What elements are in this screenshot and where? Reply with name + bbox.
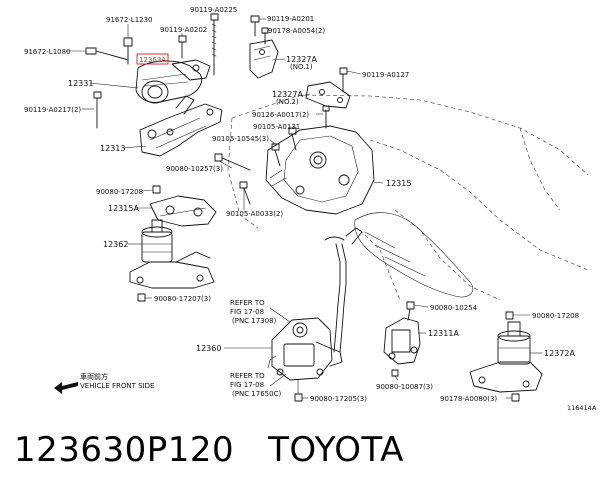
bolt-90119-a0201 bbox=[250, 15, 260, 37]
label-90105-a0033: 90105-A0033(2) bbox=[226, 210, 283, 218]
refer2-line-a: REFER TO bbox=[230, 372, 265, 380]
refer1-line-a: REFER TO bbox=[230, 299, 265, 307]
label-12331: 12331 bbox=[68, 79, 93, 88]
leader-lines bbox=[66, 13, 542, 399]
label-90080-10254: 90080-10254 bbox=[430, 304, 478, 312]
label-12313: 12313 bbox=[100, 144, 125, 153]
label-12327a-no1-sub: (NO.1) bbox=[290, 63, 313, 71]
figure-code: 116414A bbox=[567, 404, 597, 412]
label-12363a: 12363A bbox=[139, 56, 166, 64]
bracket-12327a-no1 bbox=[249, 39, 279, 79]
bracket-12327a-no2 bbox=[305, 81, 351, 109]
engine-mount-12372a bbox=[469, 321, 543, 393]
bracket-12315a bbox=[149, 195, 217, 227]
label-90080-17208-right: 90080-17208 bbox=[532, 312, 579, 320]
label-90080-17207: 90080-17207(3) bbox=[154, 295, 211, 303]
label-12315a: 12315A bbox=[108, 204, 139, 213]
bolt-90105-10545 bbox=[271, 143, 281, 167]
label-91672-l1230: 91672-L1230 bbox=[106, 16, 153, 24]
bracket-12311a bbox=[383, 317, 421, 365]
bracket-12313 bbox=[139, 95, 223, 157]
bracket-12315 bbox=[265, 125, 375, 215]
bolt-90080-10257 bbox=[214, 153, 251, 171]
bolt-91672-l1080 bbox=[85, 47, 129, 61]
label-90119-a0225: 90119-A0225 bbox=[190, 6, 237, 14]
nut-90080-17207 bbox=[137, 293, 146, 302]
target-part-highlight bbox=[136, 53, 169, 65]
refer1-line-c: (PNC 17308) bbox=[232, 317, 277, 325]
label-12327a-no2-sub: (NO.2) bbox=[276, 98, 299, 106]
engine-mount-12362 bbox=[129, 219, 215, 289]
stud-90119-a0225 bbox=[210, 13, 219, 76]
refer2-line-b: FIG 17-08 bbox=[230, 381, 264, 389]
label-90119-a0202: 90119-A0202 bbox=[160, 26, 207, 34]
label-90105-a0131: 90105-A0131 bbox=[253, 123, 300, 131]
label-90119-a0127: 90119-A0127 bbox=[362, 71, 409, 79]
label-90080-10257: 90080-10257(3) bbox=[166, 165, 223, 173]
label-90178-a0080: 90178-A0080(3) bbox=[440, 395, 497, 403]
front-label-en: VEHICLE FRONT SIDE bbox=[80, 382, 154, 390]
label-90126-a0017: 90126-A0017(2) bbox=[252, 111, 309, 119]
bolt-90080-10254 bbox=[406, 301, 415, 321]
nut-90178-a0080 bbox=[511, 393, 520, 402]
vehicle-front-indicator: 車両前方 VEHICLE FRONT SIDE bbox=[54, 372, 154, 394]
control-rod bbox=[324, 227, 363, 353]
refer2-line-c: (PNC 17650C) bbox=[232, 390, 281, 398]
bolt-91672-l1230 bbox=[123, 37, 133, 65]
label-90119-a0217: 90119-A0217(2) bbox=[24, 106, 81, 114]
part-caption: 123630P120 TOYOTA bbox=[14, 430, 404, 480]
label-90119-a0201: 90119-A0201 bbox=[267, 15, 314, 23]
washer-90178-a0054 bbox=[261, 27, 269, 45]
label-12315: 12315 bbox=[386, 179, 411, 188]
label-12360: 12360 bbox=[196, 344, 221, 353]
engine-lower-body bbox=[354, 212, 474, 298]
bolt-90105-a0033 bbox=[239, 181, 251, 205]
bolt-90119-a0217 bbox=[93, 91, 102, 129]
nut-90080-17208-left bbox=[152, 185, 161, 194]
label-12311a: 12311A bbox=[428, 329, 459, 338]
label-12362: 12362 bbox=[103, 240, 128, 249]
refer1-line-b: FIG 17-08 bbox=[230, 308, 264, 316]
label-90080-17205: 90080-17205(3) bbox=[310, 395, 367, 403]
part-number: 123630P120 bbox=[14, 430, 235, 470]
brand-name: TOYOTA bbox=[268, 430, 404, 470]
front-label-cn: 車両前方 bbox=[80, 372, 108, 381]
stud-90126-a0017 bbox=[322, 105, 330, 129]
engine-mount-12360 bbox=[267, 317, 343, 381]
nut-90080-17208-right bbox=[505, 311, 514, 320]
part-labels: 91672-L1230 90119-A0225 90119-A0201 9011… bbox=[24, 6, 579, 403]
label-90080-17208-left: 90080-17208 bbox=[96, 188, 143, 196]
bolt-90119-a0127 bbox=[339, 67, 348, 93]
front-arrow-icon bbox=[54, 382, 78, 394]
label-12327a-no1: 12327A bbox=[286, 55, 317, 64]
bolt-90105-a0131 bbox=[288, 127, 297, 151]
label-90105-10545: 90105-10545(3) bbox=[212, 135, 269, 143]
label-12372a: 12372A bbox=[544, 349, 575, 358]
label-90178-a0054: 90178-A0054(2) bbox=[268, 27, 325, 35]
exploded-parts-diagram: 91672-L1230 90119-A0225 90119-A0201 9011… bbox=[24, 6, 597, 412]
bolt-90119-a0202 bbox=[178, 35, 187, 59]
bolt-90080-10087 bbox=[391, 369, 399, 377]
label-91672-l1080: 91672-L1080 bbox=[24, 48, 71, 56]
engine-outline bbox=[227, 94, 589, 301]
nut-90080-17205 bbox=[294, 379, 303, 402]
label-12327a-no2: 12327A bbox=[272, 90, 303, 99]
engine-mount-12363a bbox=[135, 59, 211, 104]
label-90080-10087: 90080-10087(3) bbox=[376, 383, 433, 391]
